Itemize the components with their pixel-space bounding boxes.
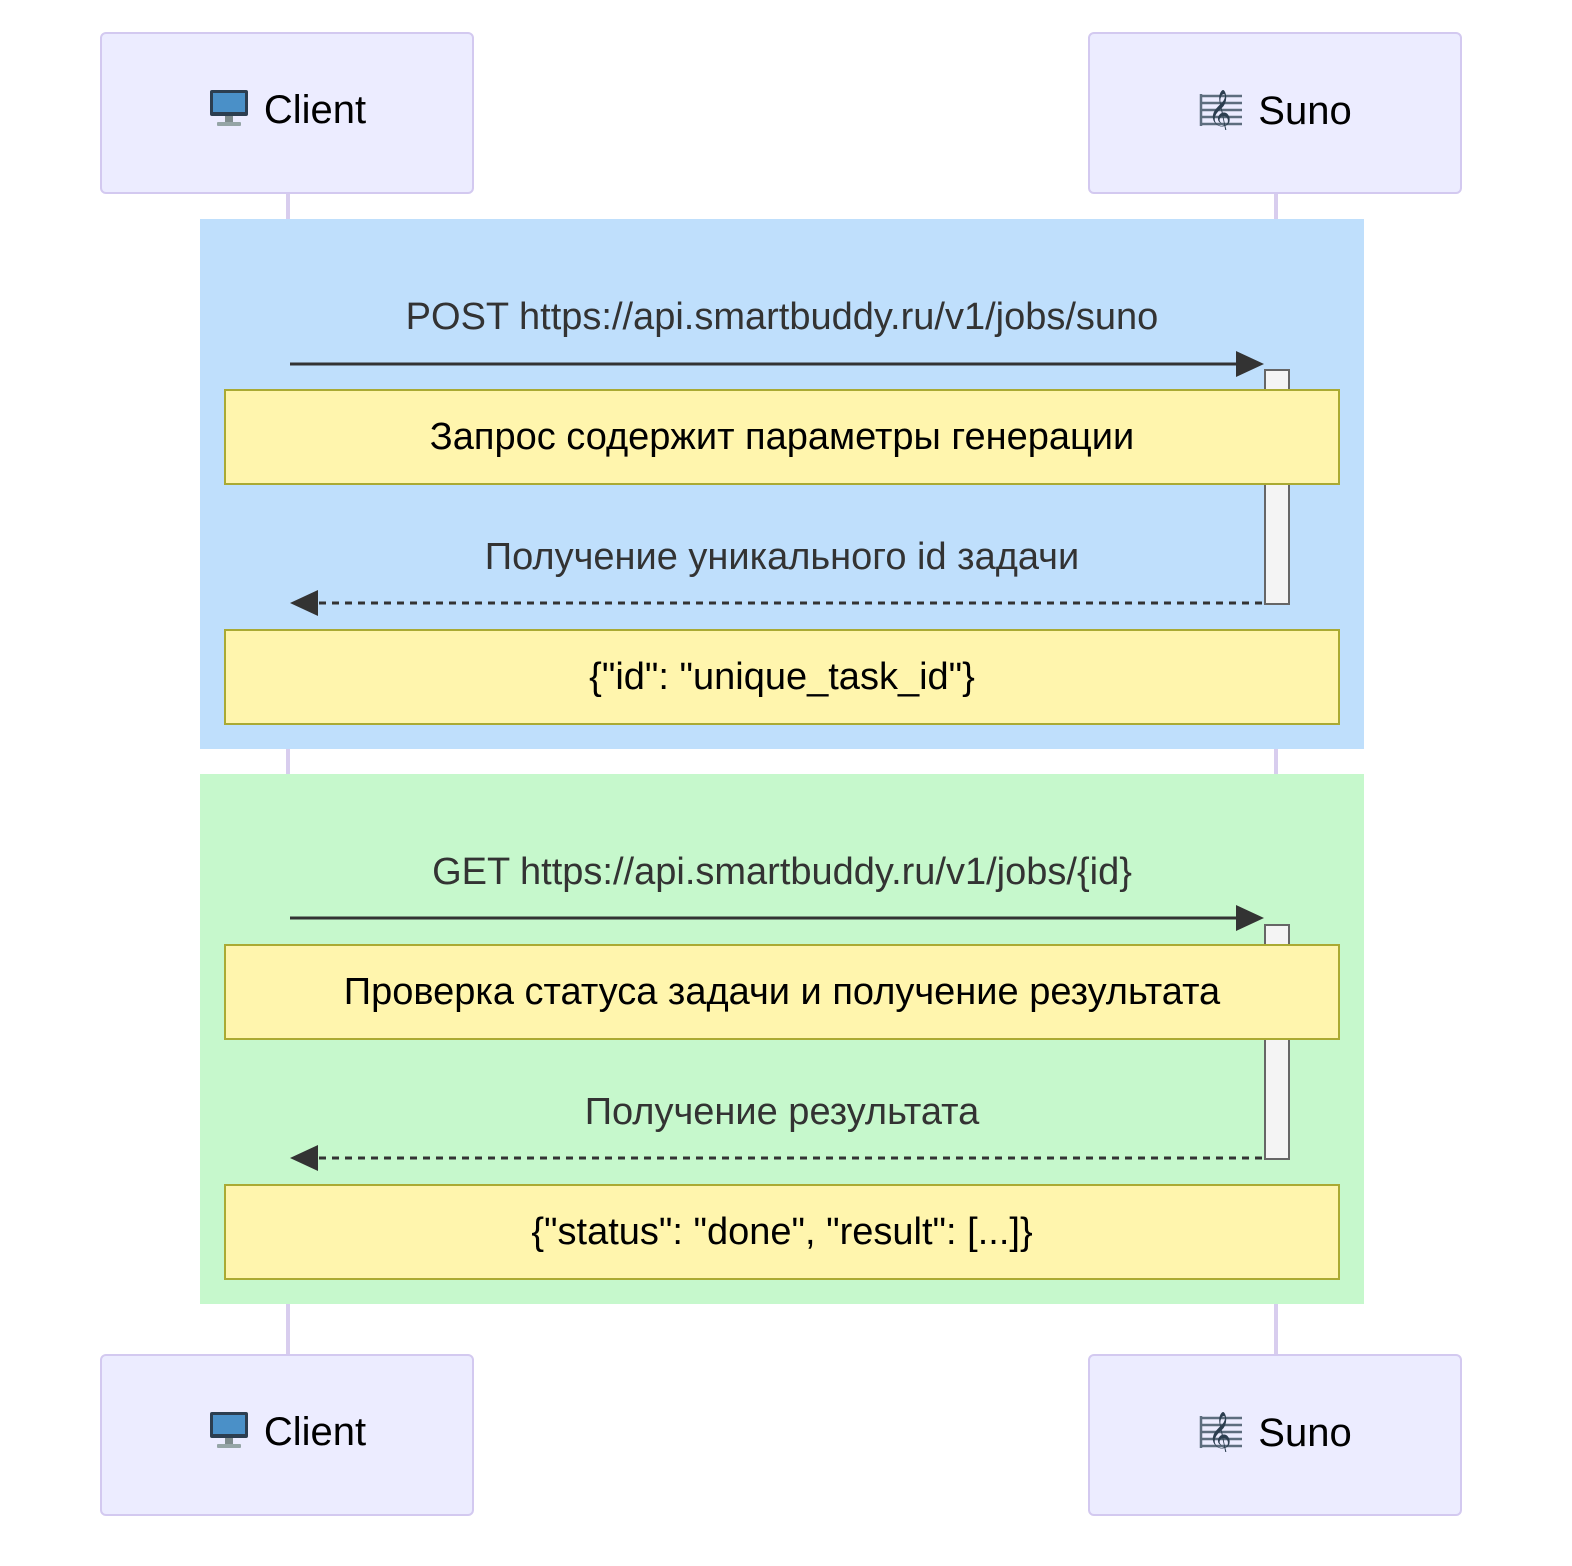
actor-client-label: Client	[263, 88, 367, 132]
svg-text:𝄞: 𝄞	[1208, 90, 1232, 130]
note-id-response: {"id": "unique_task_id"}	[224, 629, 1340, 725]
actor-client-label: Client	[263, 1410, 367, 1454]
result-response-arrowhead	[290, 1145, 318, 1171]
actor-client-top: Client	[100, 32, 474, 194]
actor-suno-bottom: 𝄞 Suno	[1088, 1354, 1462, 1516]
actor-client-bottom: Client	[100, 1354, 474, 1516]
message-id-response-label: Получение уникального id задачи	[484, 536, 1080, 578]
actor-suno-label: Suno	[1258, 89, 1352, 133]
post-request-arrowhead	[1236, 351, 1264, 377]
message-result-response-label: Получение результата	[584, 1091, 980, 1133]
desktop-computer-icon	[208, 87, 250, 139]
note-request-params: Запрос содержит параметры генерации	[224, 389, 1340, 485]
actor-suno-top: 𝄞 Suno	[1088, 32, 1462, 194]
svg-text:𝄞: 𝄞	[1208, 1412, 1232, 1452]
desktop-computer-icon	[208, 1409, 250, 1461]
message-post-label: POST https://api.smartbuddy.ru/v1/jobs/s…	[405, 296, 1159, 338]
id-response-arrowhead	[290, 590, 318, 616]
actor-suno-label: Suno	[1258, 1411, 1352, 1455]
note-status-check: Проверка статуса задачи и получение резу…	[224, 944, 1340, 1040]
musical-score-icon: 𝄞	[1198, 86, 1244, 140]
musical-score-icon: 𝄞	[1198, 1408, 1244, 1462]
message-get-label: GET https://api.smartbuddy.ru/v1/jobs/{i…	[432, 851, 1132, 893]
get-request-arrowhead	[1236, 905, 1264, 931]
note-result-response: {"status": "done", "result": [...]}	[224, 1184, 1340, 1280]
